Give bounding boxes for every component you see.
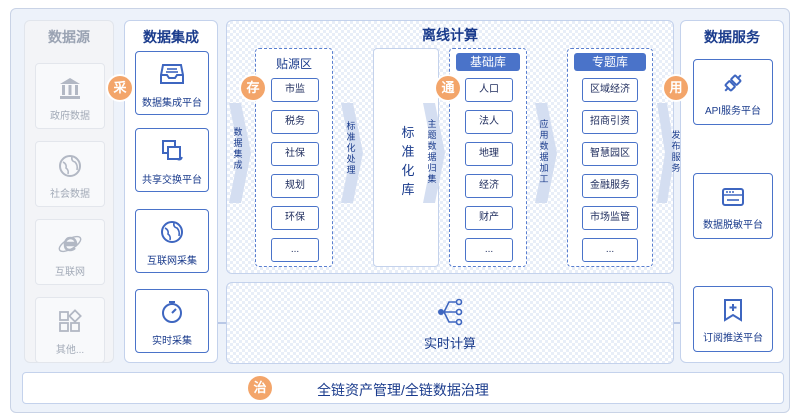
integration-platform-card[interactable]: 数据集成平台 [135,51,209,115]
source-card-social[interactable]: 社会数据 [35,141,105,207]
integration-label: 共享交换平台 [142,175,202,186]
internet-collect-card[interactable]: 互联网采集 [135,209,209,273]
api-service-card[interactable]: API服务平台 [693,59,773,125]
service-label: 数据脱敏平台 [703,220,763,231]
base-library-item[interactable]: 地理 [465,142,513,166]
exchange-icon [136,139,208,163]
data-service-column: 数据服务 API服务平台 数据脱敏平台 订阅推送平台 [680,20,784,363]
source-card-internet[interactable]: 互联网 [35,219,105,285]
server-icon [694,184,772,210]
source-card-other[interactable]: 其他... [35,297,105,363]
service-label: API服务平台 [704,106,762,117]
arrow-label-theme-collect: 主题数据归集 [427,119,437,184]
data-integration-column: 数据集成 数据集成平台 共享交换平台 互联网采集 实时采集 [124,20,218,363]
offline-compute-panel: 离线计算 数据集成 贴源区 市监 税务 社保 规划 环保 ... 标准化处理 标… [226,20,675,274]
apps-icon [36,309,104,335]
base-library-title: 基础库 [456,53,520,71]
standardization-library[interactable]: 标准化库 [373,48,439,267]
base-library-item[interactable]: 法人 [465,110,513,134]
stick-source-item[interactable]: 规划 [271,174,319,198]
topic-library-item[interactable]: 市场监管 [582,206,638,230]
source-label: 社会数据 [50,189,90,200]
data-service-title: 数据服务 [704,29,760,45]
arrow-label-data-integration: 数据集成 [233,127,243,170]
arrow-theme-collect [423,103,445,203]
realtime-collect-card[interactable]: 实时采集 [135,289,209,353]
badge-collect: 采 [108,76,132,100]
desensitize-card[interactable]: 数据脱敏平台 [693,173,773,239]
arrow-standardize [341,103,363,203]
data-source-column: 数据源 政府数据 社会数据 互联网 其他... [24,20,114,363]
base-library-zone: 基础库 人口 法人 地理 经济 财产 ... [449,48,527,267]
integration-label: 实时采集 [152,336,192,347]
subscribe-push-card[interactable]: 订阅推送平台 [693,286,773,352]
government-icon [36,75,104,101]
topic-library-item[interactable]: 金融服务 [582,174,638,198]
stick-source-item[interactable]: 社保 [271,142,319,166]
integration-label: 数据集成平台 [142,98,202,109]
badge-use: 用 [664,76,688,100]
arrow-label-standardize: 标准化处理 [346,121,356,175]
stick-source-item[interactable]: 市监 [271,78,319,102]
integration-label: 互联网采集 [147,256,197,267]
base-library-item[interactable]: 经济 [465,174,513,198]
stick-source-item[interactable]: 税务 [271,110,319,134]
internet-explorer-icon [36,231,104,257]
realtime-connector-right [674,322,680,324]
exchange-platform-card[interactable]: 共享交换平台 [135,128,209,192]
offline-compute-title: 离线计算 [422,27,478,43]
source-label: 互联网 [55,267,85,278]
data-integration-title: 数据集成 [143,29,199,45]
topic-library-item[interactable]: ... [582,238,638,262]
base-library-item[interactable]: 人口 [465,78,513,102]
badge-govern: 治 [248,376,272,400]
arrow-data-integration [229,103,251,203]
badge-store: 存 [241,76,265,100]
globe-icon [36,153,104,179]
plug-icon [694,70,772,96]
source-card-government[interactable]: 政府数据 [35,63,105,129]
realtime-compute-title: 实时计算 [423,336,476,351]
topic-library-title: 专题库 [574,53,646,71]
stick-source-zone: 贴源区 市监 税务 社保 规划 环保 ... [255,48,333,267]
globe-icon [136,220,208,244]
stick-source-title: 贴源区 [275,57,312,71]
arrow-app-process [535,103,557,203]
data-source-title: 数据源 [48,29,90,45]
base-library-item[interactable]: ... [465,238,513,262]
arrow-label-app-process: 应用数据加工 [539,119,549,184]
realtime-compute-panel[interactable]: 实时计算 [226,282,674,364]
stick-source-item[interactable]: ... [271,238,319,262]
source-label: 政府数据 [50,111,90,122]
topic-library-item[interactable]: 招商引资 [582,110,638,134]
governance-label: 全链资产管理/全链数据治理 [317,382,489,398]
inbox-icon [136,62,208,86]
topic-library-item[interactable]: 智慧园区 [582,142,638,166]
service-label: 订阅推送平台 [703,333,763,344]
timer-icon [136,300,208,324]
badge-connect: 通 [436,76,460,100]
source-label: 其他... [55,345,85,356]
arrow-publish-service [657,103,675,203]
topic-library-zone: 专题库 区域经济 招商引资 智慧园区 金融服务 市场监管 ... [567,48,653,267]
network-icon [438,298,463,326]
governance-bar[interactable]: 全链资产管理/全链数据治理 [22,372,784,404]
arrow-label-publish-service: 发布服务 [671,130,681,173]
base-library-item[interactable]: 财产 [465,206,513,230]
standardization-label: 标准化库 [401,125,415,197]
subscribe-icon [694,297,772,323]
realtime-connector-left [218,322,226,324]
topic-library-item[interactable]: 区域经济 [582,78,638,102]
stick-source-item[interactable]: 环保 [271,206,319,230]
